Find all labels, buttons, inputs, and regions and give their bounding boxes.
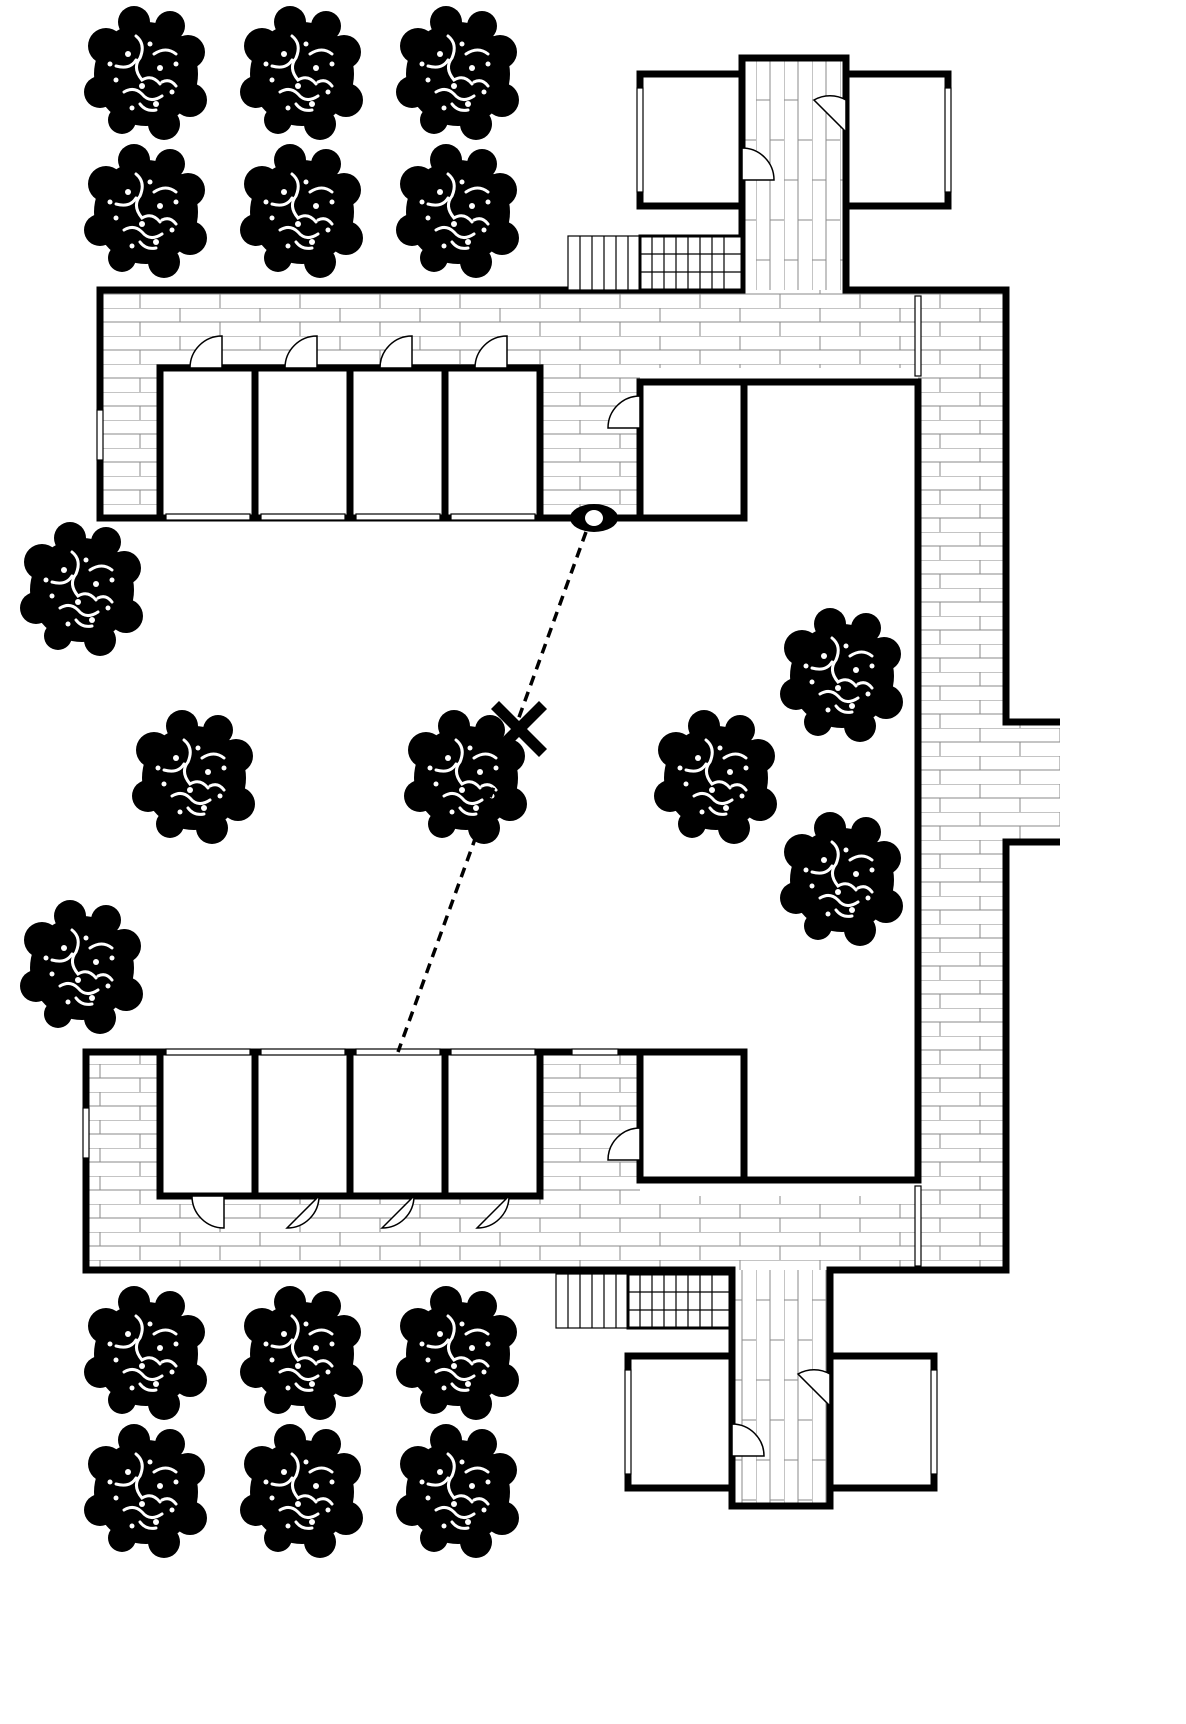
window <box>96 409 104 461</box>
window <box>260 513 346 521</box>
window <box>914 295 922 377</box>
door-icon <box>812 94 847 134</box>
door-icon <box>284 335 318 369</box>
room-top-2 <box>251 364 354 522</box>
room-top-1 <box>156 364 259 522</box>
window <box>165 513 251 521</box>
window <box>450 513 536 521</box>
tree-icon <box>238 1422 365 1560</box>
door-icon <box>475 1195 511 1229</box>
door-icon <box>474 335 508 369</box>
trees-bottom-left-grove <box>82 1284 521 1560</box>
window <box>930 1369 938 1475</box>
stairs-bottom <box>555 1272 732 1330</box>
tree-icon <box>82 142 209 280</box>
room-bottom-lobby <box>636 1048 748 1184</box>
tree-icon <box>652 708 779 846</box>
door-icon <box>379 335 413 369</box>
tree-icon <box>394 1284 521 1422</box>
tree-icon <box>130 708 257 846</box>
window <box>355 513 441 521</box>
room-top-3 <box>346 364 449 522</box>
tree-icon <box>238 1284 365 1422</box>
door-icon <box>731 1423 765 1457</box>
window <box>450 1048 536 1056</box>
tree-icon <box>18 898 145 1036</box>
window <box>571 1048 619 1056</box>
annex-room-se <box>826 1352 938 1492</box>
room-bottom-2 <box>251 1048 354 1200</box>
trees-courtyard <box>18 520 905 1036</box>
door-icon <box>607 1127 641 1161</box>
door-icon <box>191 1195 225 1229</box>
annex-room-ne <box>842 70 952 210</box>
tree-icon <box>82 1284 209 1422</box>
door-icon <box>189 335 223 369</box>
doors <box>189 94 847 1457</box>
door-icon <box>796 1368 831 1408</box>
window <box>636 87 644 193</box>
trees-top-left-grove <box>82 4 521 280</box>
tree-icon <box>18 520 145 658</box>
sightline <box>396 531 588 1053</box>
door-icon <box>741 147 775 181</box>
room-top-4 <box>441 364 544 522</box>
window <box>944 87 952 193</box>
tree-icon <box>238 4 365 142</box>
tree-icon <box>778 810 905 948</box>
tree-icon <box>402 708 529 846</box>
tree-icon <box>82 4 209 142</box>
tree-icon <box>394 4 521 142</box>
eye-icon <box>570 504 618 532</box>
stairs-top <box>567 234 744 292</box>
door-icon <box>607 395 641 429</box>
tree-icon <box>778 606 905 744</box>
tree-icon <box>82 1422 209 1560</box>
room-bottom-3-highlighted <box>346 1048 449 1200</box>
annex-room-nw <box>636 70 746 210</box>
room-bottom-4 <box>441 1048 544 1200</box>
tree-icon <box>394 1422 521 1560</box>
window <box>914 1185 922 1267</box>
dashed-sightline <box>396 531 588 1053</box>
room-top-lobby <box>636 378 748 522</box>
x-mark-icon <box>491 701 547 757</box>
window <box>82 1107 90 1159</box>
tree-icon <box>238 142 365 280</box>
room-bottom-1 <box>156 1048 259 1200</box>
tree-icon <box>394 142 521 280</box>
window <box>624 1369 632 1475</box>
window <box>165 1048 251 1056</box>
door-icon <box>285 1195 321 1229</box>
window <box>260 1048 346 1056</box>
annex-room-sw <box>624 1352 736 1492</box>
door-icon <box>380 1195 416 1229</box>
